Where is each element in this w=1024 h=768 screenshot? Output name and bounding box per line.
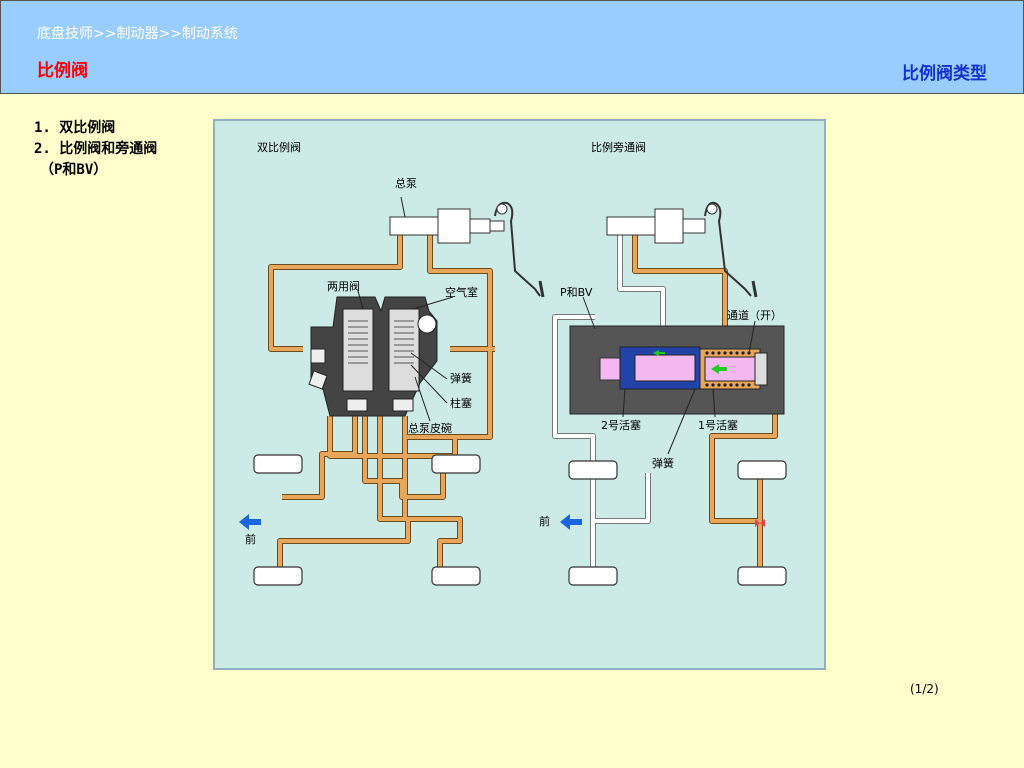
right-diagram-title: 比例旁通阀 xyxy=(591,140,646,154)
master-cylinder-label: 总泵 xyxy=(395,176,417,190)
pbv-label: P和BV xyxy=(560,286,593,299)
piston1-label: 1号活塞 xyxy=(698,418,738,432)
plunger-label: 柱塞 xyxy=(450,396,472,410)
master-cup-label: 总泵皮碗 xyxy=(408,421,452,435)
topic-item-pbv-sub: （P和BV） xyxy=(40,162,108,178)
right-diagram xyxy=(552,201,787,586)
passage-open-label: 通道（开） xyxy=(727,308,782,322)
air-chamber-label: 空气室 xyxy=(445,285,478,299)
page-title: 比例阀类型 xyxy=(902,64,987,84)
breadcrumb[interactable]: 底盘技师>>制动器>>制动系统 xyxy=(37,26,238,42)
header-bar: 底盘技师>>制动器>>制动系统 比例阀 比例阀类型 xyxy=(0,0,1024,94)
diagram-canvas: 双比例阀 比例旁通阀 总泵 两用阀 空气室 弹簧 柱塞 总泵皮碗 前 P和BV … xyxy=(239,140,787,586)
left-diagram xyxy=(239,196,545,586)
topic-item-pbv[interactable]: 2. 比例阀和旁通阀 xyxy=(34,141,158,157)
dual-valve-label: 两用阀 xyxy=(327,279,360,293)
piston2-label: 2号活塞 xyxy=(601,418,641,432)
topic-item-dual-valve[interactable]: 1. 双比例阀 xyxy=(34,120,116,136)
brake-valve-diagram: 双比例阀 比例旁通阀 总泵 两用阀 空气室 弹簧 柱塞 总泵皮碗 前 P和BV … xyxy=(213,119,826,670)
front-label-left: 前 xyxy=(245,532,256,546)
spring-label: 弹簧 xyxy=(450,371,472,385)
section-title: 比例阀 xyxy=(37,61,88,81)
topic-list: 1. 双比例阀 2. 比例阀和旁通阀 （P和BV） xyxy=(34,118,157,181)
master-cylinder-right xyxy=(606,216,656,236)
spring-right-label: 弹簧 xyxy=(652,456,674,470)
master-cylinder-left xyxy=(389,216,439,236)
page-indicator: (1/2) xyxy=(910,682,939,696)
front-label-right: 前 xyxy=(539,514,550,528)
left-diagram-title: 双比例阀 xyxy=(257,140,301,154)
